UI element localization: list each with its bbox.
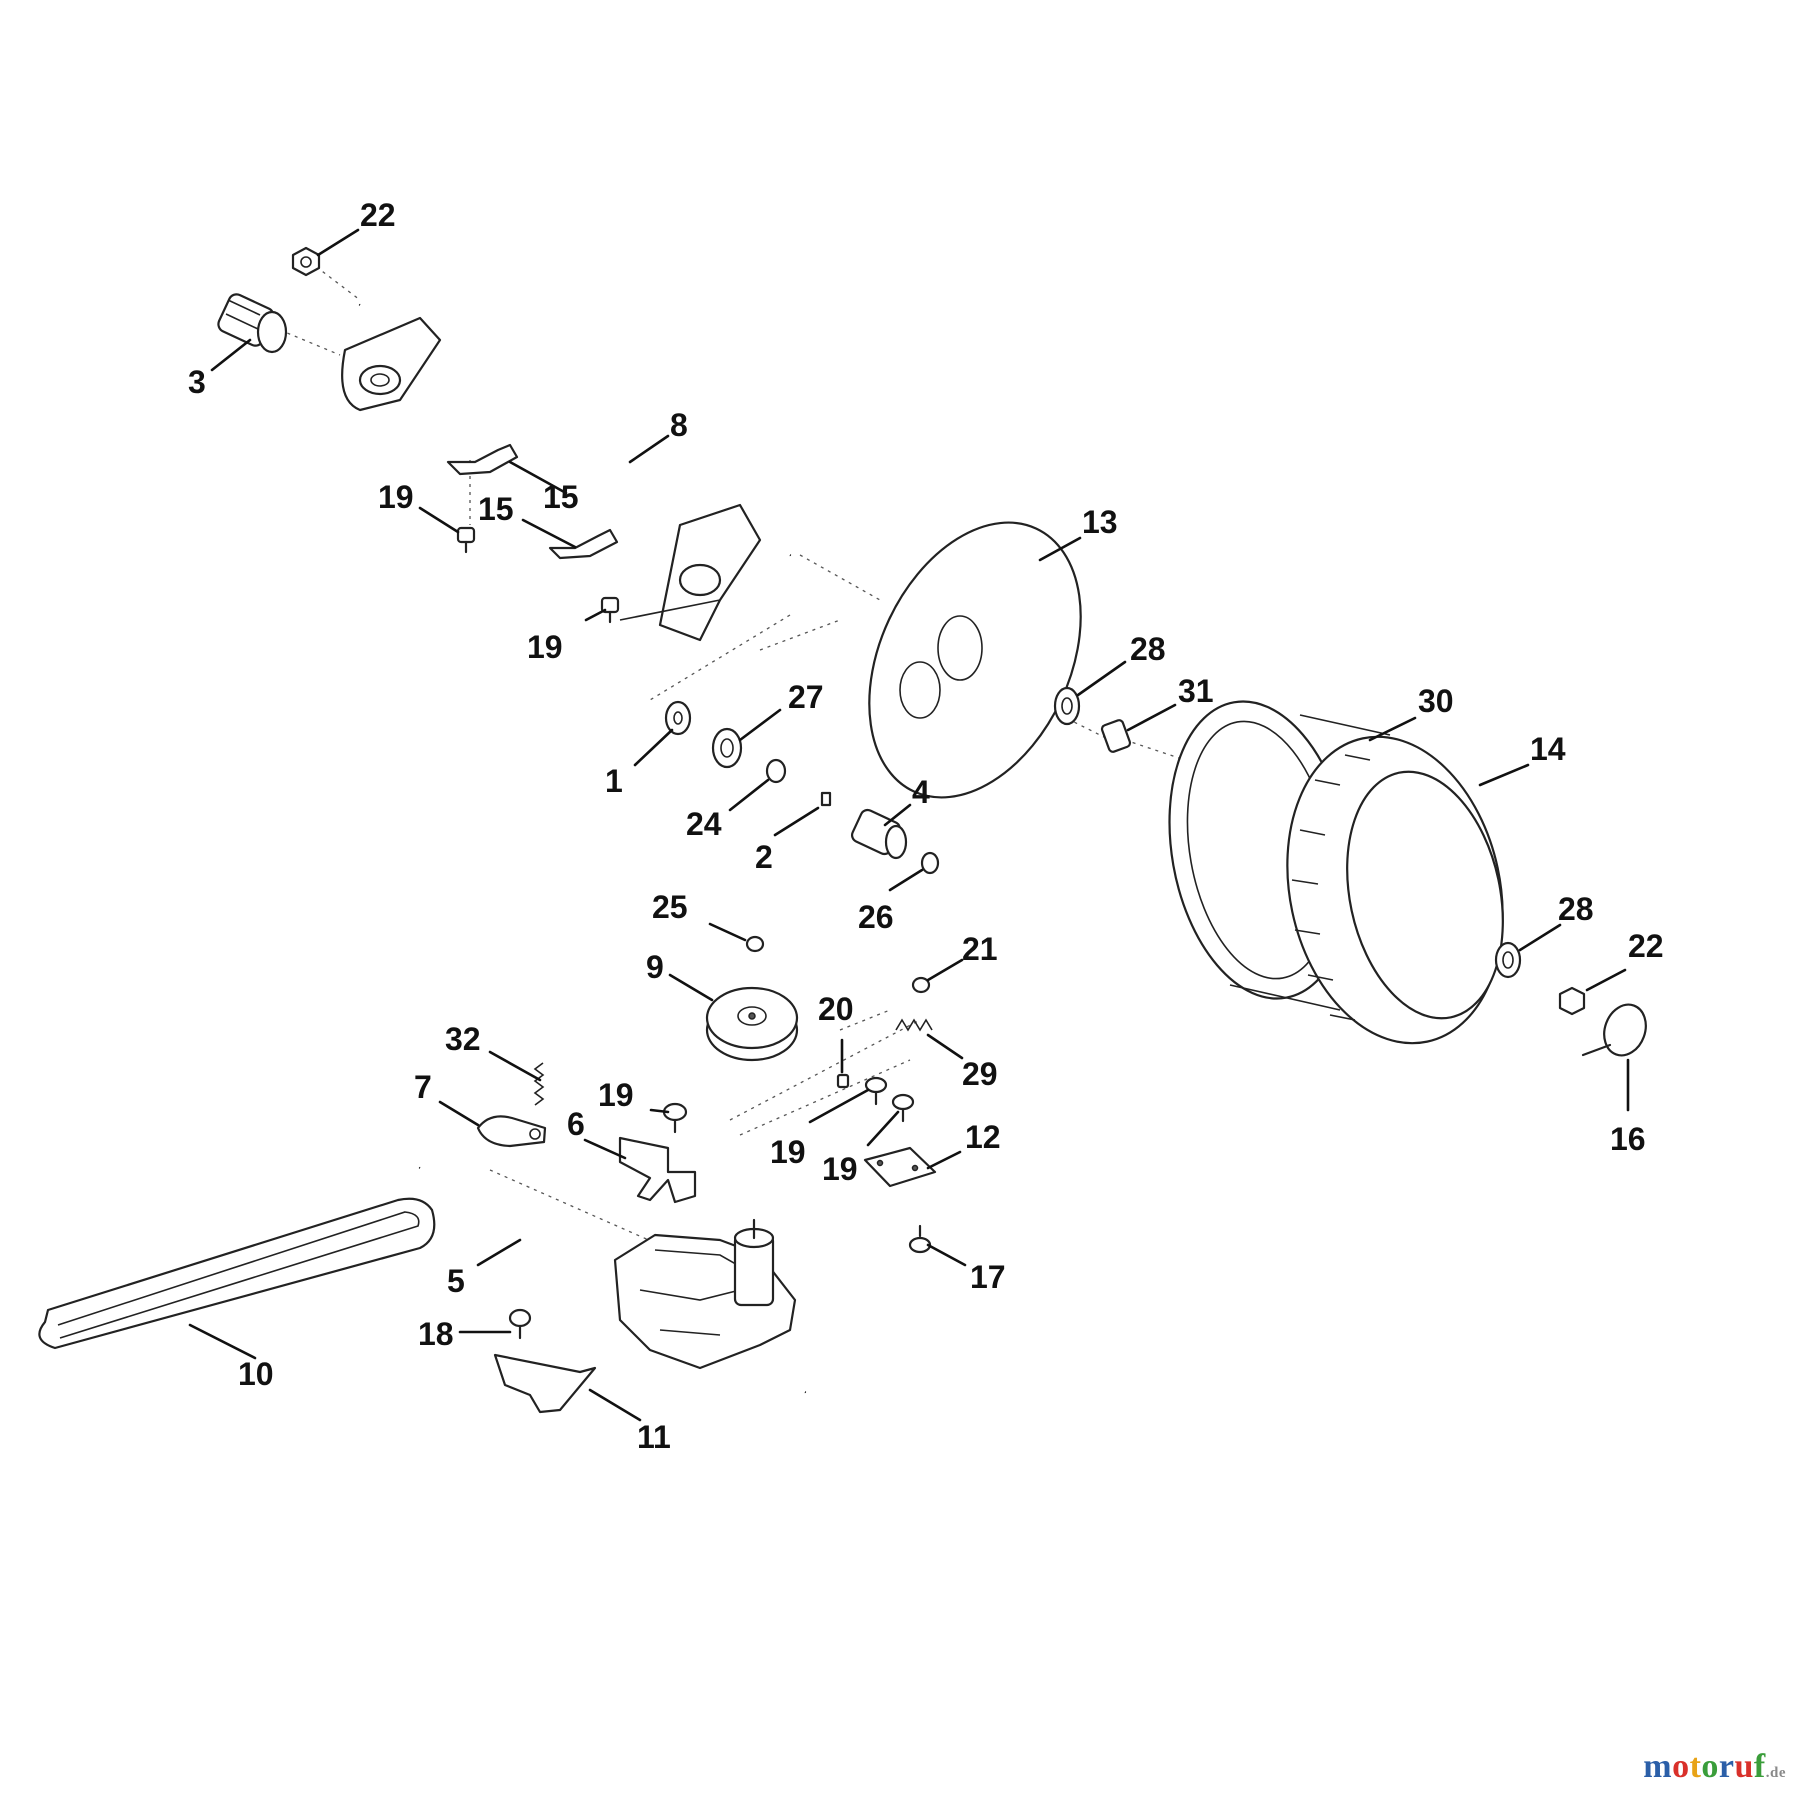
nut-part-18 [508, 1308, 532, 1340]
callout-22: 22 [1628, 928, 1664, 964]
spring-part-29 [895, 1018, 933, 1032]
callout-17: 17 [970, 1259, 1006, 1295]
callout-19: 19 [378, 479, 414, 515]
nut-part-22 [291, 246, 321, 277]
callout-28: 28 [1558, 891, 1594, 927]
callout-1: 1 [605, 763, 623, 799]
watermark-tld: .de [1765, 1765, 1786, 1781]
callout-19: 19 [598, 1077, 634, 1113]
nut-part-21 [911, 976, 931, 994]
callout-13: 13 [1082, 504, 1118, 540]
callout-31: 31 [1178, 673, 1214, 709]
bearing-part-28-b [1494, 941, 1522, 979]
key-part-2 [820, 791, 832, 807]
lever-part-7 [476, 1115, 547, 1148]
bearing-part-27 [711, 727, 743, 769]
callout-29: 29 [962, 1056, 998, 1092]
axle-part-8 [341, 301, 793, 642]
watermark-letter: f [1753, 1748, 1766, 1785]
ring-part-26 [920, 851, 940, 875]
pin-part-20 [836, 1073, 850, 1089]
callout-19: 19 [822, 1151, 858, 1187]
callout-3: 3 [188, 364, 206, 400]
callout-11: 11 [637, 1419, 671, 1455]
callout-24: 24 [686, 806, 722, 842]
callout-25: 25 [652, 889, 688, 925]
callout-26: 26 [858, 899, 894, 935]
leader-lines [188, 228, 1630, 1422]
callout-7: 7 [414, 1069, 432, 1105]
pulley-part-9 [705, 986, 799, 1062]
nut-part-22-right [1558, 986, 1586, 1016]
washer-part-1 [664, 700, 692, 736]
callout-6: 6 [567, 1106, 585, 1142]
callout-32: 32 [445, 1021, 481, 1057]
watermark-letter: t [1689, 1748, 1702, 1785]
cover-part-11 [493, 1353, 597, 1414]
callout-18: 18 [418, 1316, 454, 1352]
insert-part-25 [745, 935, 765, 953]
pinion-part-3 [217, 293, 288, 354]
tire-part-14 [1286, 735, 1504, 1045]
belt-part-10 [38, 1197, 436, 1350]
callout-16: 16 [1610, 1121, 1646, 1157]
callout-22: 22 [360, 197, 396, 233]
watermark-letter: m [1643, 1748, 1673, 1785]
clip-part-15-lower [548, 528, 619, 560]
callout-30: 30 [1418, 683, 1454, 719]
callout-27: 27 [788, 679, 824, 715]
ring-part-24 [765, 758, 787, 784]
watermark-logo: motoruf.de [1643, 1748, 1786, 1786]
callout-2: 2 [755, 839, 773, 875]
screw-part-17 [908, 1224, 932, 1254]
screw-part-19-d [864, 1076, 888, 1106]
callout-28: 28 [1130, 631, 1166, 667]
screw-part-19-e [891, 1093, 915, 1123]
callout-19: 19 [527, 629, 563, 665]
callout-12: 12 [965, 1119, 1001, 1155]
callout-14: 14 [1530, 731, 1566, 767]
screw-part-19-c [662, 1102, 688, 1134]
watermark-letters: motoruf [1643, 1748, 1766, 1785]
callout-8: 8 [670, 407, 688, 443]
screw-part-19-b [600, 596, 620, 624]
callout-5: 5 [447, 1263, 465, 1299]
callout-15: 15 [543, 479, 579, 515]
spring-part-32 [533, 1062, 545, 1106]
callout-15: 15 [478, 491, 514, 527]
hubcap-part-16 [1581, 1003, 1647, 1057]
watermark-letter: o [1672, 1748, 1690, 1785]
plate-part-12 [863, 1146, 937, 1188]
callout-numbers: 22 3 8 19 15 15 19 13 28 31 30 14 27 1 2… [188, 197, 1664, 1455]
bearing-part-28-a [1053, 686, 1081, 726]
sleeve-part-31 [1100, 719, 1132, 753]
callout-10: 10 [238, 1356, 274, 1392]
gearbox-part-5 [418, 1164, 807, 1396]
watermark-letter: o [1701, 1748, 1719, 1785]
watermark-letter: u [1734, 1748, 1754, 1785]
screw-part-19-a [456, 526, 476, 554]
callout-9: 9 [646, 949, 664, 985]
clip-part-15-upper [446, 443, 519, 476]
callout-4: 4 [912, 774, 930, 810]
callout-20: 20 [818, 991, 854, 1027]
watermark-letter: r [1718, 1748, 1735, 1785]
bracket-part-6 [618, 1136, 697, 1204]
callout-21: 21 [962, 931, 998, 967]
callout-19: 19 [770, 1134, 806, 1170]
